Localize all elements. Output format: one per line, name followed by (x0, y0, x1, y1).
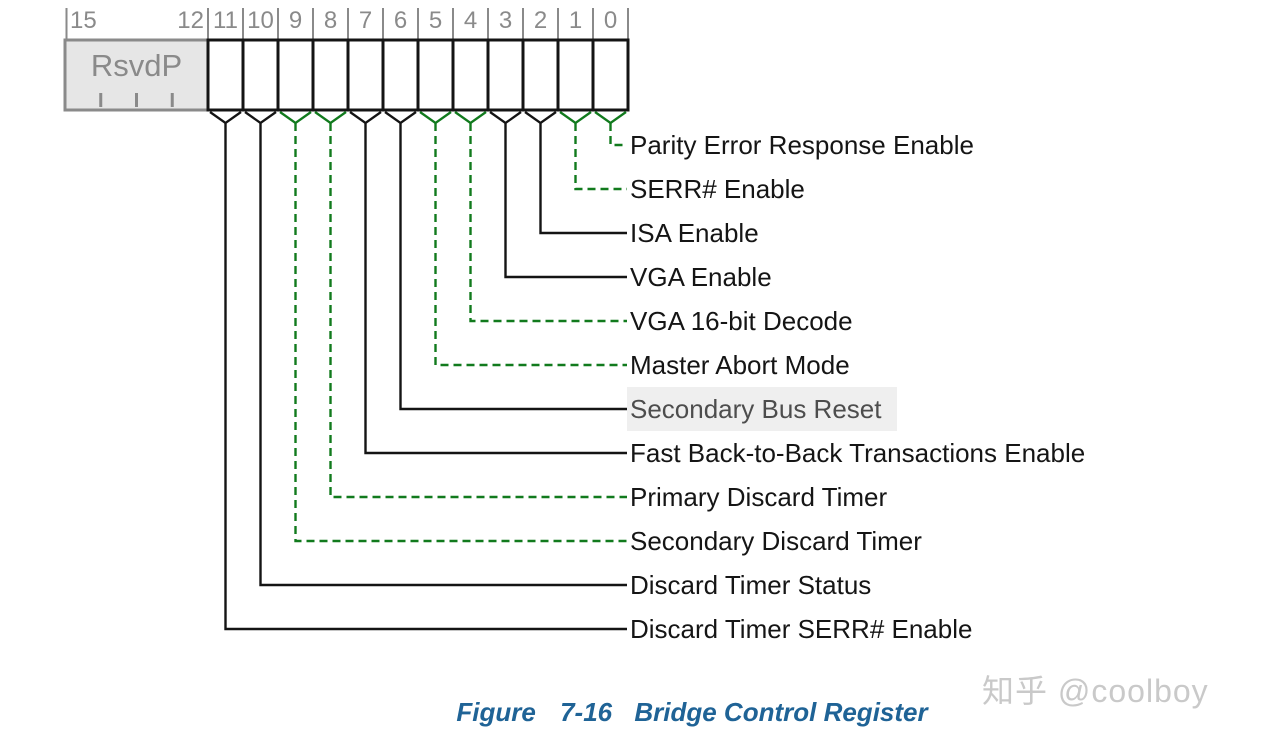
bit-cell-7 (346, 38, 385, 112)
figure-caption-prefix: Figure (456, 697, 536, 727)
bit-number-1: 1 (568, 7, 583, 34)
field-label-bit6: Secondary Bus Reset (627, 387, 898, 431)
connector-line-bit2 (539, 123, 627, 235)
bit-number-6: 6 (393, 7, 408, 34)
bit-number-3: 3 (498, 7, 513, 34)
watermark: 知乎 @coolboy (982, 673, 1209, 709)
connector-line-bit8 (329, 123, 627, 499)
field-label-bit11: Discard Timer SERR# Enable (630, 614, 973, 644)
field-label-bit7: Fast Back-to-Back Transactions Enable (630, 438, 1086, 468)
field-label-bit8: Primary Discard Timer (630, 482, 888, 512)
bit-number-10: 10 (247, 7, 274, 34)
connector-line-bit0 (609, 123, 627, 147)
bit-cell-5 (416, 38, 455, 112)
bit-number-11: 11 (213, 7, 238, 34)
connector-line-bit7 (364, 123, 627, 455)
funnel-bit3 (489, 111, 522, 125)
bit-cell-4 (451, 38, 490, 112)
bit-number-0: 0 (603, 7, 618, 34)
bit-cell-6 (381, 38, 420, 112)
funnel-bit11 (209, 111, 242, 125)
funnel-bit8 (314, 111, 347, 125)
connector-line-bit6 (399, 123, 627, 411)
bit-cell-10 (241, 38, 280, 112)
bit-cell-3 (486, 38, 525, 112)
field-label-bit4: VGA 16-bit Decode (630, 306, 853, 336)
field-label-bit9: Secondary Discard Timer (630, 526, 922, 556)
field-label-bit5: Master Abort Mode (630, 350, 850, 380)
bit-cell-2 (521, 38, 560, 112)
figure-caption: Figure 7-16 Bridge Control Register (100, 690, 1284, 734)
connector-line-bit4 (469, 123, 627, 323)
connector-line-bit10 (259, 123, 627, 587)
reserved-field-label: RsvdP (90, 48, 183, 83)
funnel-bit9 (279, 111, 312, 125)
funnel-bit5 (419, 111, 452, 125)
bit-cell-11 (206, 38, 245, 112)
funnel-bit1 (559, 111, 592, 125)
funnel-bit4 (454, 111, 487, 125)
bit-number-8: 8 (323, 7, 338, 34)
field-label-bit2: ISA Enable (630, 218, 759, 248)
field-label-bit0: Parity Error Response Enable (630, 130, 974, 160)
connector-line-bit3 (504, 123, 627, 279)
field-label-bit1: SERR# Enable (630, 174, 805, 204)
bit-number-9: 9 (288, 7, 303, 34)
connector-line-bit5 (434, 123, 627, 367)
bit-number-5: 5 (428, 7, 443, 34)
field-label-bit3: VGA Enable (630, 262, 772, 292)
funnel-bit2 (524, 111, 557, 125)
figure-caption-number: 7-16 (560, 697, 613, 727)
field-label-bit10: Discard Timer Status (630, 570, 872, 600)
bit-cell-1 (556, 38, 595, 112)
funnel-bit7 (349, 111, 382, 125)
connector-line-bit9 (294, 123, 627, 543)
bit-cell-8 (311, 38, 350, 112)
bit-number-4: 4 (463, 7, 478, 34)
bit-cell-0 (591, 38, 630, 112)
reserved-bit-number-high: 15 (70, 7, 97, 34)
bit-number-7: 7 (358, 7, 373, 34)
figure-caption-title: Bridge Control Register (634, 697, 928, 727)
connector-line-bit1 (574, 123, 627, 191)
bit-cell-9 (276, 38, 315, 112)
funnel-bit6 (384, 111, 417, 125)
reserved-bit-number-low: 12 (177, 7, 204, 34)
connector-line-bit11 (224, 123, 627, 631)
funnel-bit0 (594, 111, 627, 125)
bit-number-2: 2 (533, 7, 548, 34)
funnel-bit10 (244, 111, 277, 125)
